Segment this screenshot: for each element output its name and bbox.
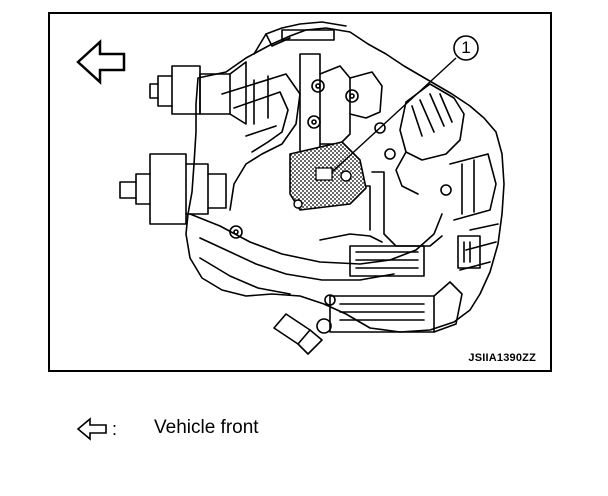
callout-number-1: 1 — [461, 38, 471, 57]
figure-code: JSIIA1390ZZ — [468, 352, 536, 364]
callout-leader-line — [331, 57, 457, 173]
legend-separator: : — [112, 418, 118, 439]
front-arrow-icon — [76, 39, 126, 85]
front-arrow-icon — [76, 417, 107, 441]
heater-unit-illustration — [76, 21, 505, 355]
legend-description: Vehicle front — [154, 417, 259, 438]
callout-circle — [453, 35, 479, 61]
figure-frame: 1 JSIIA1390ZZ — [48, 12, 552, 372]
actuator-part — [289, 141, 367, 211]
legend: : Vehicle front — [76, 414, 259, 444]
unit-housing — [119, 21, 505, 355]
